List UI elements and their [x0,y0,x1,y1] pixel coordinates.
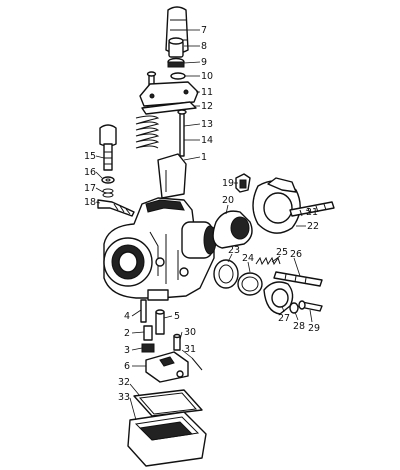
part-2-jet [143,325,153,341]
callout-14: 14 [201,135,213,146]
callout-6: 6 [124,361,130,372]
callout-10: 10 [201,71,213,82]
part-23-gasket [213,259,239,289]
part-14-long-screw [177,109,187,157]
part-30-small-jet [173,333,181,351]
callout-25: 25 [276,247,288,258]
part-6-float [145,351,189,383]
part-8-adjuster [168,37,184,58]
part-27-cover [263,281,294,315]
part-26-screw [273,271,323,287]
part-17-spring [102,188,114,198]
callout-29: 29 [308,323,320,334]
part-25-spring [255,256,281,266]
callout-3: 3 [124,345,130,356]
part-9-locknut [167,57,185,68]
callout-2: 2 [124,328,130,339]
callout-32: 32 [118,377,130,388]
part-20-sleeve [212,210,253,249]
callout-4: 4 [124,311,130,322]
part-5-jet [155,309,165,335]
carburetor-body [103,197,217,301]
callout-33: 33 [118,392,130,403]
callout-18: 18 [84,197,96,208]
part-22-clamp-ring [252,177,301,234]
part-1-throttle-valve [157,153,187,199]
callout-26: 26 [290,249,302,260]
callout-22: 22 [307,221,319,232]
callout-23: 23 [228,245,240,256]
callout-28: 28 [293,321,305,332]
callout-9: 9 [201,57,207,68]
callout-labels: 7 8 9 10 11 12 13 14 1 15 16 17 18 19 20… [84,25,320,403]
part-19-cap [235,173,251,193]
part-33-float-bowl [127,411,207,467]
callout-11: 11 [201,87,213,98]
part-15-air-screw [99,124,117,171]
callout-16: 16 [84,167,96,178]
part-16-washer [101,176,115,184]
part-12-gasket [141,101,197,115]
callout-12: 12 [201,101,213,112]
callout-24: 24 [242,253,254,264]
callout-30: 30 [184,327,196,338]
part-3-nut [141,343,155,353]
leader-lines [95,29,313,421]
callout-5: 5 [174,311,180,322]
callout-27: 27 [278,313,290,324]
part-13-spring [135,115,160,149]
callout-31: 31 [184,344,196,355]
callout-17: 17 [84,183,96,194]
part-28-washer [289,302,299,314]
callout-21: 21 [306,207,318,218]
callout-7: 7 [201,25,207,36]
part-29-screw [298,300,323,312]
callout-20: 20 [222,195,234,206]
callout-8: 8 [201,41,207,52]
callout-13: 13 [201,119,213,130]
part-4-needle-jet [140,299,147,323]
part-32-bowl-gasket [133,389,203,417]
part-31-pin [191,357,203,371]
callout-15: 15 [84,151,96,162]
part-24-o-ring [237,272,263,296]
callout-1: 1 [201,152,207,163]
callout-19: 19 [222,178,234,189]
part-18-idle-screw [97,199,135,217]
